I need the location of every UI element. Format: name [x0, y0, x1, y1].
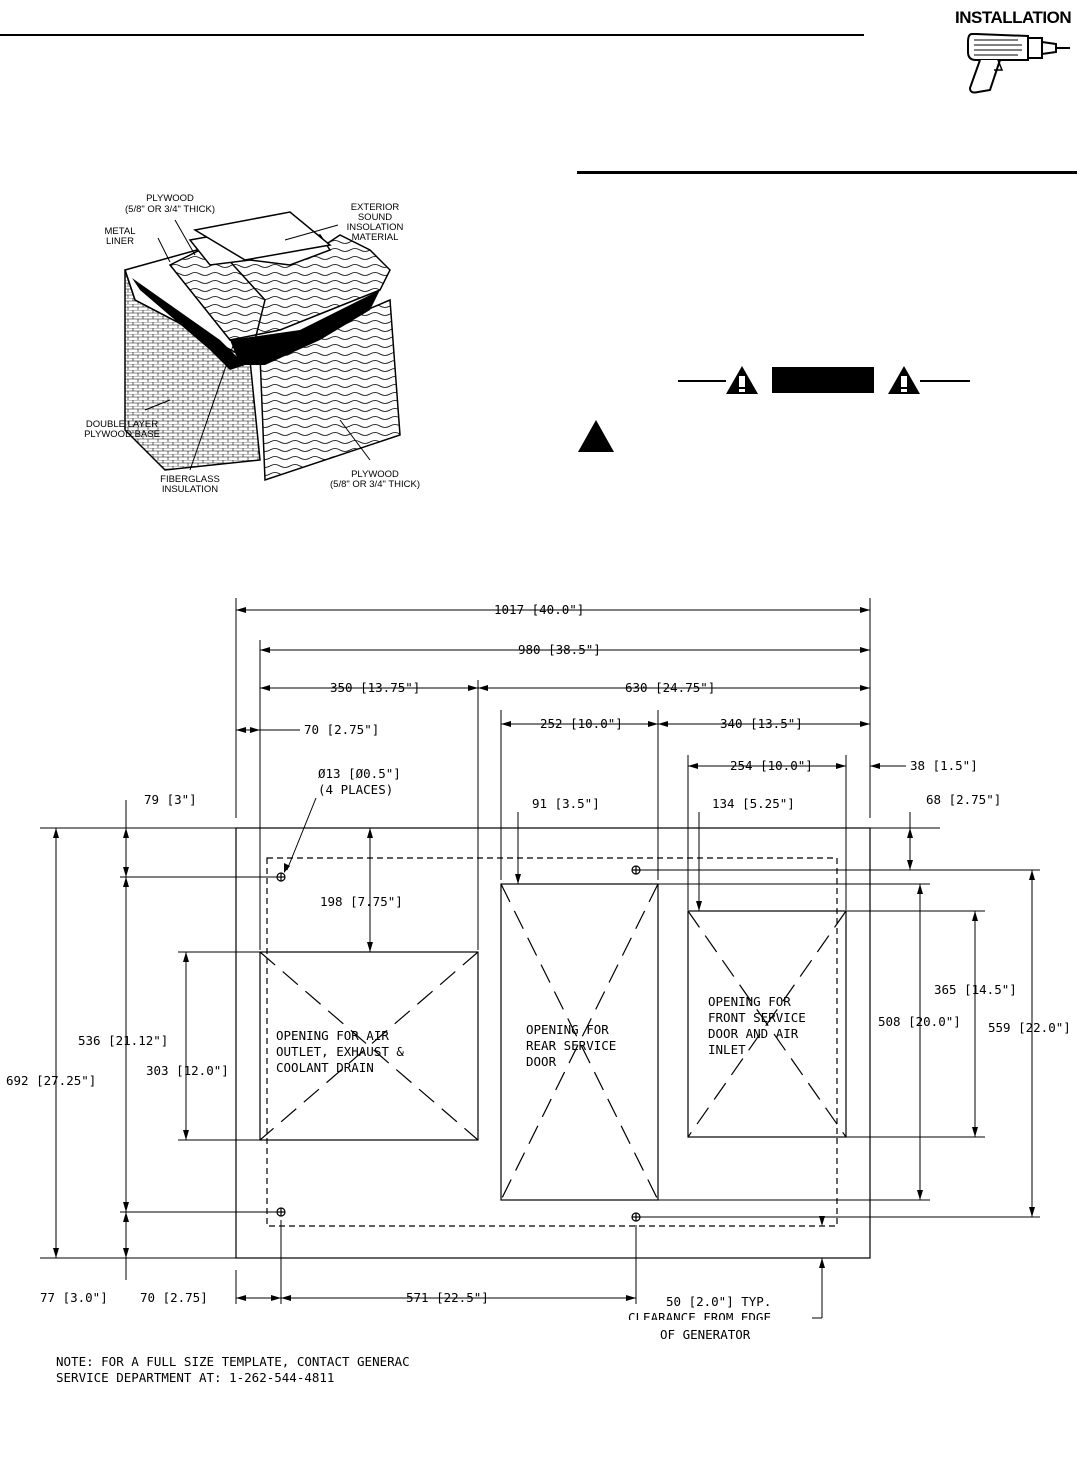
dim-hole-diameter: Ø13 [Ø0.5"] — [318, 766, 401, 781]
opening-front-line-3: DOOR AND AIR — [708, 1026, 799, 1041]
note-line-2: SERVICE DEPARTMENT AT: 1-262-544-4811 — [56, 1370, 335, 1385]
template-note: NOTE: FOR A FULL SIZE TEMPLATE, CONTACT … — [56, 1354, 410, 1386]
dim-left-edge-to-hole: 70 [2.75"] — [304, 722, 379, 737]
note-line-1: NOTE: FOR A FULL SIZE TEMPLATE, CONTACT … — [56, 1354, 410, 1369]
section-rule — [577, 171, 1077, 174]
dim-front-height: 365 [14.5"] — [934, 982, 1017, 997]
dim-overall-width: 1017 [40.0"] — [494, 602, 584, 617]
label-double-layer-1: DOUBLE LAYER — [86, 419, 158, 430]
label-fiberglass-1: FIBERGLASS — [160, 474, 220, 485]
dim-rear-door-width: 252 [10.0"] — [540, 716, 623, 731]
dim-hole-spacing: 536 [21.12"] — [78, 1033, 168, 1048]
label-exterior-2: SOUND — [358, 212, 392, 223]
warning-signal-bar — [772, 367, 874, 393]
label-plywood-side-thickness: (5/8" OR 3/4" THICK) — [330, 479, 420, 490]
opening-rear-line-2: REAR SERVICE — [526, 1038, 616, 1053]
label-plywood-top: PLYWOOD — [146, 193, 194, 204]
warning-banner — [678, 366, 970, 394]
dim-bolt-span: 980 [38.5"] — [518, 642, 601, 657]
dim-rear-height: 508 [20.0"] — [878, 1014, 961, 1029]
dim-clearance-2: CLEARANCE FROM EDGE — [628, 1310, 771, 1320]
opening-front-line-4: INLET — [708, 1042, 746, 1057]
dim-left-block: 350 [13.75"] — [330, 680, 420, 695]
dim-front-door-width: 254 [10.0"] — [730, 758, 813, 773]
opening-front-line-2: FRONT SERVICE — [708, 1010, 806, 1025]
label-fiberglass-2: INSULATION — [162, 484, 218, 495]
drill-icon — [967, 33, 1070, 94]
dim-rear-top: 91 [3.5"] — [532, 796, 600, 811]
opening-front-line-1: OPENING FOR — [708, 994, 791, 1009]
label-metal-liner-1: METAL — [105, 226, 136, 237]
opening-air-line-2: OUTLET, EXHAUST & — [276, 1044, 404, 1059]
enclosure-illustration: PLYWOOD (5/8" OR 3/4" THICK) METAL LINER… — [84, 193, 420, 495]
label-double-layer-2: PLYWOOD BASE — [84, 429, 160, 440]
label-exterior-1: EXTERIOR — [351, 202, 400, 213]
clearance-line-3: OF GENERATOR — [660, 1327, 751, 1342]
opening-rear-line-1: OPENING FOR — [526, 1022, 609, 1037]
dim-rear-to-edge: 340 [13.5"] — [720, 716, 803, 731]
label-metal-liner-2: LINER — [106, 236, 134, 247]
dim-right-top: 68 [2.75"] — [926, 792, 1001, 807]
dim-right-block: 630 [24.75"] — [625, 680, 715, 695]
dim-front-top: 134 [5.25"] — [712, 796, 795, 811]
opening-rear-line-3: DOOR — [526, 1054, 557, 1069]
dim-right-span: 559 [22.0"] — [988, 1020, 1071, 1035]
dim-top-margin: 79 [3"] — [144, 792, 197, 807]
dim-hole-count: (4 PLACES) — [318, 782, 393, 797]
label-exterior-4: MATERIAL — [352, 232, 399, 243]
dim-bottom-margin: 77 [3.0"] — [40, 1290, 108, 1305]
caution-triangle-icon — [578, 420, 614, 452]
dim-air-height: 303 [12.0"] — [146, 1063, 229, 1078]
dim-bottom-span: 571 [22.5"] — [406, 1290, 489, 1305]
dim-clearance-1: 50 [2.0"] TYP. — [666, 1294, 771, 1309]
header-rule — [0, 34, 864, 36]
dim-right-margin: 38 [1.5"] — [910, 758, 978, 773]
dim-air-top: 198 [7.75"] — [320, 894, 403, 909]
label-plywood-side: PLYWOOD — [351, 469, 399, 480]
dim-overall-depth: 692 [27.25"] — [6, 1073, 96, 1088]
opening-air-line-1: OPENING FOR AIR — [276, 1028, 389, 1043]
mounting-template-drawing: 1017 [40.0"] 980 [38.5"] 350 [13.75"] 63… — [6, 598, 1071, 1320]
label-plywood-top-thickness: (5/8" OR 3/4" THICK) — [125, 204, 215, 215]
section-title: INSTALLATION — [955, 8, 1072, 27]
label-exterior-3: INSOLATION — [347, 222, 404, 233]
opening-air-line-3: COOLANT DRAIN — [276, 1060, 374, 1075]
dim-bottom-left: 70 [2.75] — [140, 1290, 208, 1305]
